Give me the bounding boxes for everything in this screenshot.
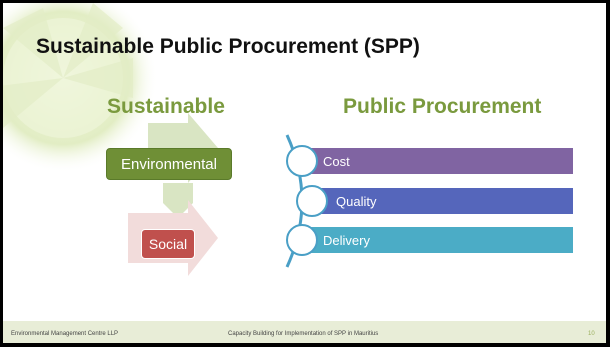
procurement-item-label: Cost bbox=[323, 153, 350, 169]
arrow-down bbox=[163, 183, 193, 218]
footer-left: Environmental Management Centre LLP bbox=[11, 331, 119, 337]
slide: Sustainable Public Procurement (SPP) Sus… bbox=[3, 3, 606, 343]
procurement-item-label: Quality bbox=[336, 193, 377, 209]
slide-title: Sustainable Public Procurement (SPP) bbox=[36, 35, 420, 58]
footer-center: Capacity Building for Implementation of … bbox=[228, 331, 379, 337]
bullet-circle bbox=[296, 185, 328, 217]
bullet-circle bbox=[286, 145, 318, 177]
environmental-box: Environmental bbox=[106, 148, 232, 180]
procurement-item-delivery: Delivery bbox=[303, 227, 573, 253]
social-box: Social bbox=[141, 229, 195, 259]
procurement-item-label: Delivery bbox=[323, 232, 370, 248]
procurement-item-quality: Quality bbox=[316, 188, 573, 214]
heading-sustainable: Sustainable bbox=[107, 95, 225, 118]
bullet-circle bbox=[286, 224, 318, 256]
footer-bar bbox=[3, 321, 606, 343]
heading-public-procurement: Public Procurement bbox=[343, 95, 542, 118]
page-number: 10 bbox=[588, 331, 595, 337]
procurement-item-cost: Cost bbox=[303, 148, 573, 174]
